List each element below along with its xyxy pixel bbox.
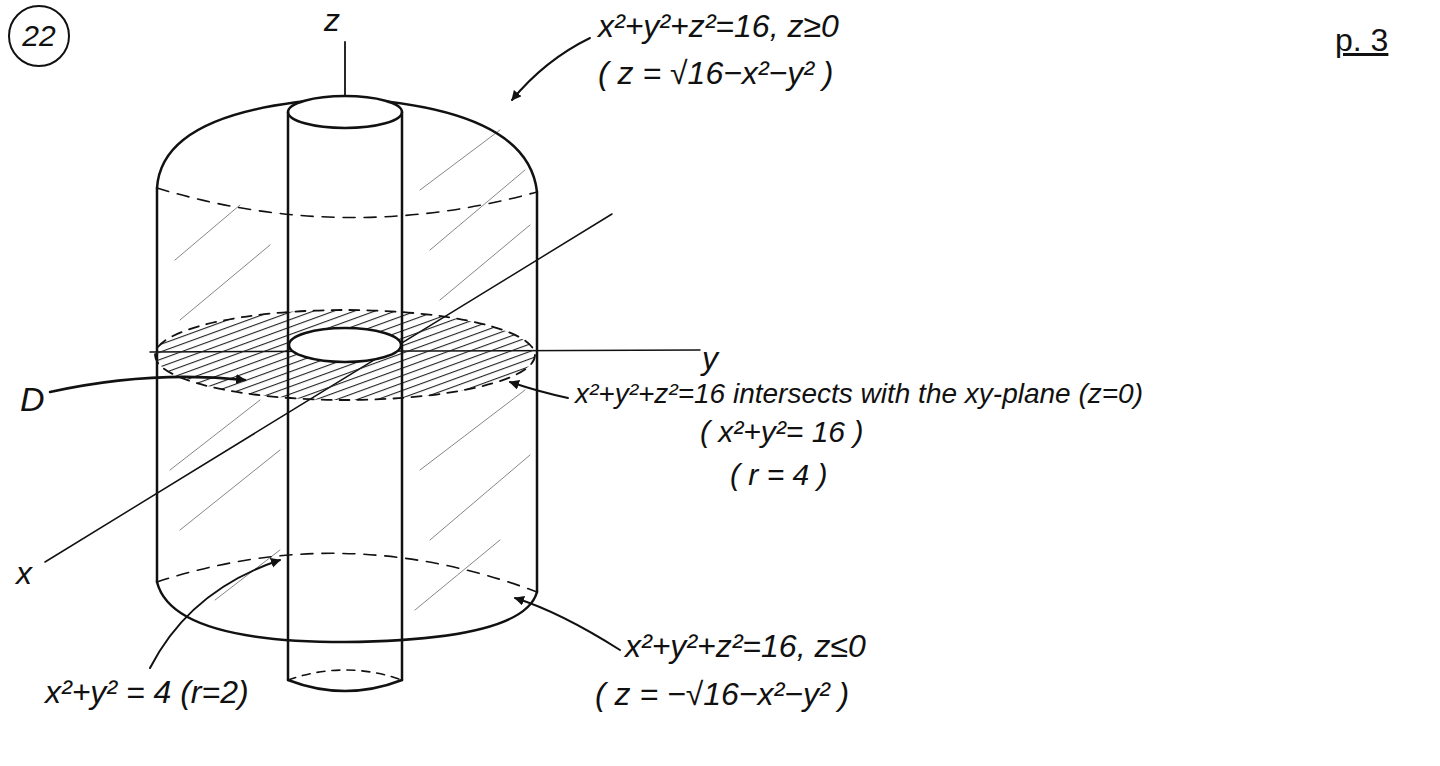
region-label: D (20, 380, 45, 419)
equation-label: ( z = √16−x²−y² ) (598, 55, 833, 92)
axis-label: y (702, 340, 718, 377)
axis-label: z (324, 2, 340, 39)
equation-label: ( x²+y²= 16 ) (700, 415, 863, 450)
equation-label: ( z = −√16−x²−y² ) (595, 676, 849, 713)
page-number: p. 3 (1335, 22, 1388, 59)
equation-label: ( r = 4 ) (730, 458, 828, 493)
equation-label: x²+y² = 4 (r=2) (45, 674, 249, 711)
equation-label: x²+y²+z²=16, z≤0 (625, 628, 866, 665)
note-label: x²+y²+z²=16 intersects with the xy-plane… (575, 378, 1143, 410)
problem-number-circle: 22 (8, 5, 70, 67)
problem-number: 22 (22, 19, 55, 53)
axis-label: x (16, 555, 32, 592)
equation-label: x²+y²+z²=16, z≥0 (598, 8, 839, 45)
